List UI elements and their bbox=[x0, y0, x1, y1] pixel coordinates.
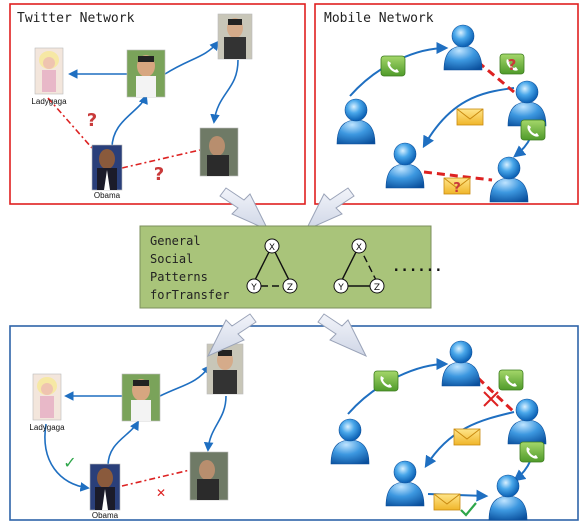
triad1-node-x bbox=[264, 238, 280, 254]
bottom-mobile-check-icon bbox=[460, 502, 477, 517]
obama-label: Obama bbox=[94, 191, 121, 200]
edge-mid-to-top bbox=[164, 40, 220, 75]
edge-mobile-unknown-2 bbox=[423, 170, 493, 182]
twitter-panel: Twitter Network Ladygaga bbox=[9, 3, 306, 205]
transfer-arrow-from-mobile bbox=[304, 187, 355, 232]
bottom-ladygaga-photo bbox=[32, 373, 62, 421]
triad2-label-x: X bbox=[356, 243, 362, 253]
patterns-line-3: Patterns bbox=[150, 270, 208, 284]
bottom-edge-mobile-dashed bbox=[476, 376, 516, 414]
question-mark-1: ? bbox=[87, 110, 97, 131]
edge-obama-right-unknown bbox=[121, 149, 201, 169]
edge-obama-to-mid bbox=[111, 94, 148, 149]
bottom-ladygaga-label: Ladygaga bbox=[29, 423, 65, 432]
bottom-phone-icon-1 bbox=[373, 370, 399, 392]
edge-mobile-unknown-1 bbox=[477, 60, 515, 94]
phone-icon-1 bbox=[380, 55, 406, 77]
mobile-panel-title: Mobile Network bbox=[324, 11, 434, 26]
mail-icon-1 bbox=[456, 108, 484, 126]
mobile-panel: Mobile Network ? ? bbox=[314, 3, 579, 205]
phone-icon-2 bbox=[520, 119, 546, 141]
bottom-asian-man-photo-mid bbox=[121, 373, 161, 422]
ladygaga-photo bbox=[34, 47, 64, 95]
bottom-phone-icon-3 bbox=[519, 441, 545, 463]
mobile-question-2: ? bbox=[453, 181, 461, 196]
triad1-label-x: X bbox=[269, 243, 275, 253]
bottom-mail-icon-2 bbox=[433, 493, 461, 511]
triad1-label-z: Z bbox=[287, 283, 293, 293]
ladygaga-label: Ladygaga bbox=[31, 97, 67, 106]
transfer-arrow-to-mobile bbox=[317, 313, 368, 358]
twitter-panel-border bbox=[9, 3, 306, 205]
transfer-arrow-from-twitter bbox=[219, 187, 270, 232]
triad1-node-z bbox=[282, 278, 298, 294]
mail-unknown-icon: ? bbox=[443, 177, 471, 196]
bottom-edge-mobile-left-top bbox=[347, 358, 449, 415]
bottom-edge-obama-right-dashed bbox=[121, 469, 191, 487]
patterns-box: General Social Patterns forTransfer X Y … bbox=[139, 225, 443, 309]
bottom-edge-top-to-right bbox=[203, 395, 227, 452]
triad1-node-y bbox=[246, 278, 262, 294]
obama-photo bbox=[91, 144, 123, 191]
triad2-node-y bbox=[333, 278, 349, 294]
asian-man-photo-mid bbox=[126, 49, 166, 98]
edge-ladygaga-obama-unknown bbox=[47, 97, 93, 149]
bottom-mail-icon-1 bbox=[453, 428, 481, 446]
check-mark-icon: ✓ bbox=[63, 453, 76, 472]
triad2-node-z bbox=[369, 278, 385, 294]
bottom-panel: Ladygaga Obama ✓ ✕ bbox=[9, 313, 579, 521]
bottom-phone-icon-2 bbox=[498, 369, 524, 391]
patterns-box-bg bbox=[139, 225, 432, 309]
phone-unknown-icon: ? bbox=[499, 53, 525, 75]
bottom-mobile-cross-icon bbox=[483, 391, 499, 407]
asian-man-photo-top bbox=[217, 13, 253, 60]
bottom-edge-mobile-right-to-left bbox=[424, 411, 515, 469]
twitter-panel-title: Twitter Network bbox=[17, 11, 135, 26]
bottom-edge-ladygaga-to-obama bbox=[44, 423, 90, 492]
patterns-ellipsis: ...... bbox=[392, 259, 443, 275]
asian-man-photo-right bbox=[199, 127, 239, 177]
question-mark-2: ? bbox=[154, 164, 164, 185]
transfer-arrow-to-twitter bbox=[206, 313, 257, 358]
cross-mark-icon: ✕ bbox=[156, 486, 166, 500]
mobile-question-1: ? bbox=[508, 56, 517, 74]
triad2-label-z: Z bbox=[374, 283, 380, 293]
edge-top-to-right bbox=[210, 59, 239, 124]
bottom-edge-mid-to-top bbox=[159, 364, 212, 397]
patterns-line-4: forTransfer bbox=[150, 288, 229, 302]
triad1-label-y: Y bbox=[250, 283, 257, 293]
bottom-asian-man-photo-right bbox=[189, 451, 229, 501]
edge-mobile-right-to-left bbox=[422, 87, 515, 149]
bottom-edge-obama-to-mid bbox=[107, 420, 139, 467]
bottom-obama-label: Obama bbox=[92, 511, 119, 520]
triad2-node-x bbox=[351, 238, 367, 254]
patterns-line-2: Social bbox=[150, 252, 193, 266]
patterns-line-1: General bbox=[150, 234, 201, 248]
triad2-label-y: Y bbox=[337, 283, 344, 293]
bottom-obama-photo bbox=[89, 463, 121, 511]
